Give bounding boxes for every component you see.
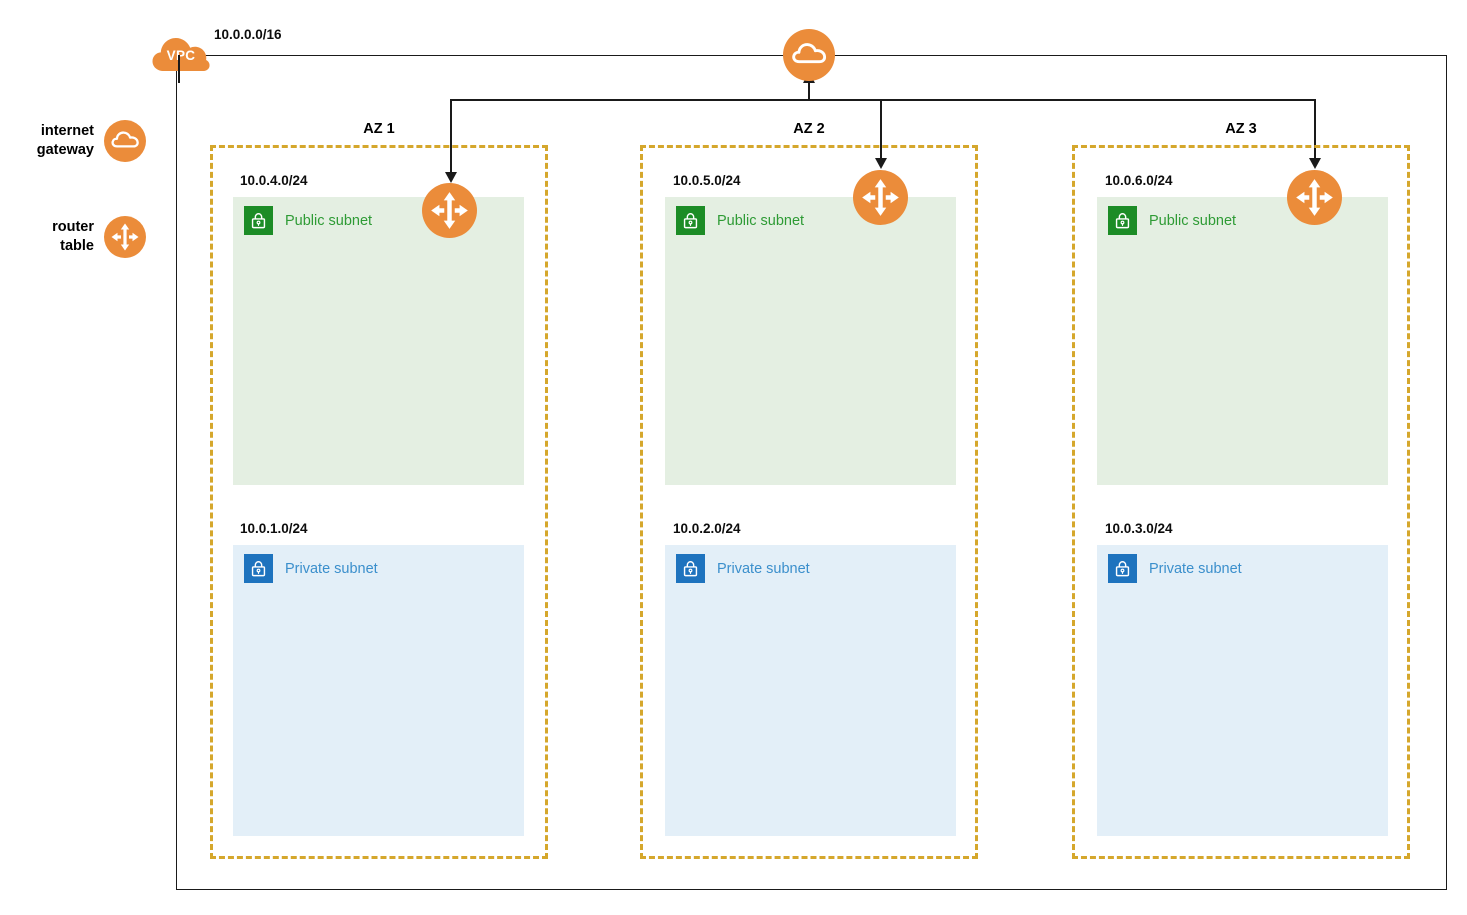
az1-private-subnet-label: Private subnet — [285, 560, 378, 577]
gateway-bus-line — [450, 99, 1316, 101]
az2-private-subnet: Private subnet — [665, 545, 956, 836]
internet-gateway-icon — [104, 120, 146, 162]
lock-icon — [676, 554, 705, 583]
az2-public-subnet-header: Public subnet — [676, 206, 804, 235]
az1-private-cidr: 10.0.1.0/24 — [240, 521, 308, 536]
az1-private-subnet-header: Private subnet — [244, 554, 378, 583]
legend-label-internet-gateway: internet gateway — [8, 122, 94, 160]
az2-router-link-line — [880, 99, 882, 161]
lock-icon — [244, 206, 273, 235]
legend-label-line2: table — [60, 238, 94, 254]
legend-item-internet-gateway: internet gateway — [8, 120, 146, 162]
az2-router-link-arrowhead — [875, 158, 887, 169]
az3-private-subnet: Private subnet — [1097, 545, 1388, 836]
az1-router-link-line — [450, 99, 452, 175]
legend-label-line1: internet — [40, 123, 94, 139]
az3-private-subnet-header: Private subnet — [1108, 554, 1242, 583]
legend-label-line2: gateway — [36, 142, 94, 158]
az3-private-subnet-label: Private subnet — [1149, 560, 1242, 577]
az-boundary-2 — [640, 145, 978, 859]
az2-public-cidr: 10.0.5.0/24 — [673, 173, 741, 188]
vpc-badge-label: VPC — [166, 47, 196, 63]
az3-public-subnet-label: Public subnet — [1149, 212, 1237, 229]
router-table-icon — [104, 216, 146, 258]
az3-public-subnet: Public subnet — [1097, 197, 1388, 485]
az1-private-subnet: Private subnet — [233, 545, 524, 836]
legend-item-router-table: router table — [8, 216, 146, 258]
vpc-badge: VPC — [150, 31, 212, 75]
az3-router-link-line — [1314, 99, 1316, 161]
az3-public-cidr: 10.0.6.0/24 — [1105, 173, 1173, 188]
az-title-3: AZ 3 — [1225, 121, 1257, 137]
az3-router-table-icon — [1287, 170, 1342, 225]
az2-public-subnet-label: Public subnet — [717, 212, 805, 229]
az-boundary-3 — [1072, 145, 1410, 859]
vpc-cidr-label: 10.0.0.0/16 — [214, 27, 282, 42]
az3-router-link-arrowhead — [1309, 158, 1321, 169]
az1-router-link-arrowhead — [445, 172, 457, 183]
az2-public-subnet: Public subnet — [665, 197, 956, 485]
az2-router-table-icon — [853, 170, 908, 225]
vpc-badge-stem — [178, 55, 180, 83]
az1-public-subnet: Public subnet — [233, 197, 524, 485]
lock-icon — [676, 206, 705, 235]
az-title-1: AZ 1 — [363, 121, 395, 137]
lock-icon — [244, 554, 273, 583]
az3-public-subnet-header: Public subnet — [1108, 206, 1236, 235]
az-boundary-1 — [210, 145, 548, 859]
az2-private-subnet-label: Private subnet — [717, 560, 810, 577]
az1-public-subnet-label: Public subnet — [285, 212, 373, 229]
legend-label-line1: router — [52, 219, 94, 235]
az1-router-table-icon — [422, 183, 477, 238]
az1-public-subnet-header: Public subnet — [244, 206, 372, 235]
az-title-2: AZ 2 — [793, 121, 825, 137]
lock-icon — [1108, 206, 1137, 235]
az2-private-cidr: 10.0.2.0/24 — [673, 521, 741, 536]
az2-private-subnet-header: Private subnet — [676, 554, 810, 583]
lock-icon — [1108, 554, 1137, 583]
gateway-uplink-line — [808, 76, 810, 100]
az1-public-cidr: 10.0.4.0/24 — [240, 173, 308, 188]
legend-label-router-table: router table — [8, 218, 94, 256]
az3-private-cidr: 10.0.3.0/24 — [1105, 521, 1173, 536]
internet-gateway-icon — [783, 29, 835, 81]
